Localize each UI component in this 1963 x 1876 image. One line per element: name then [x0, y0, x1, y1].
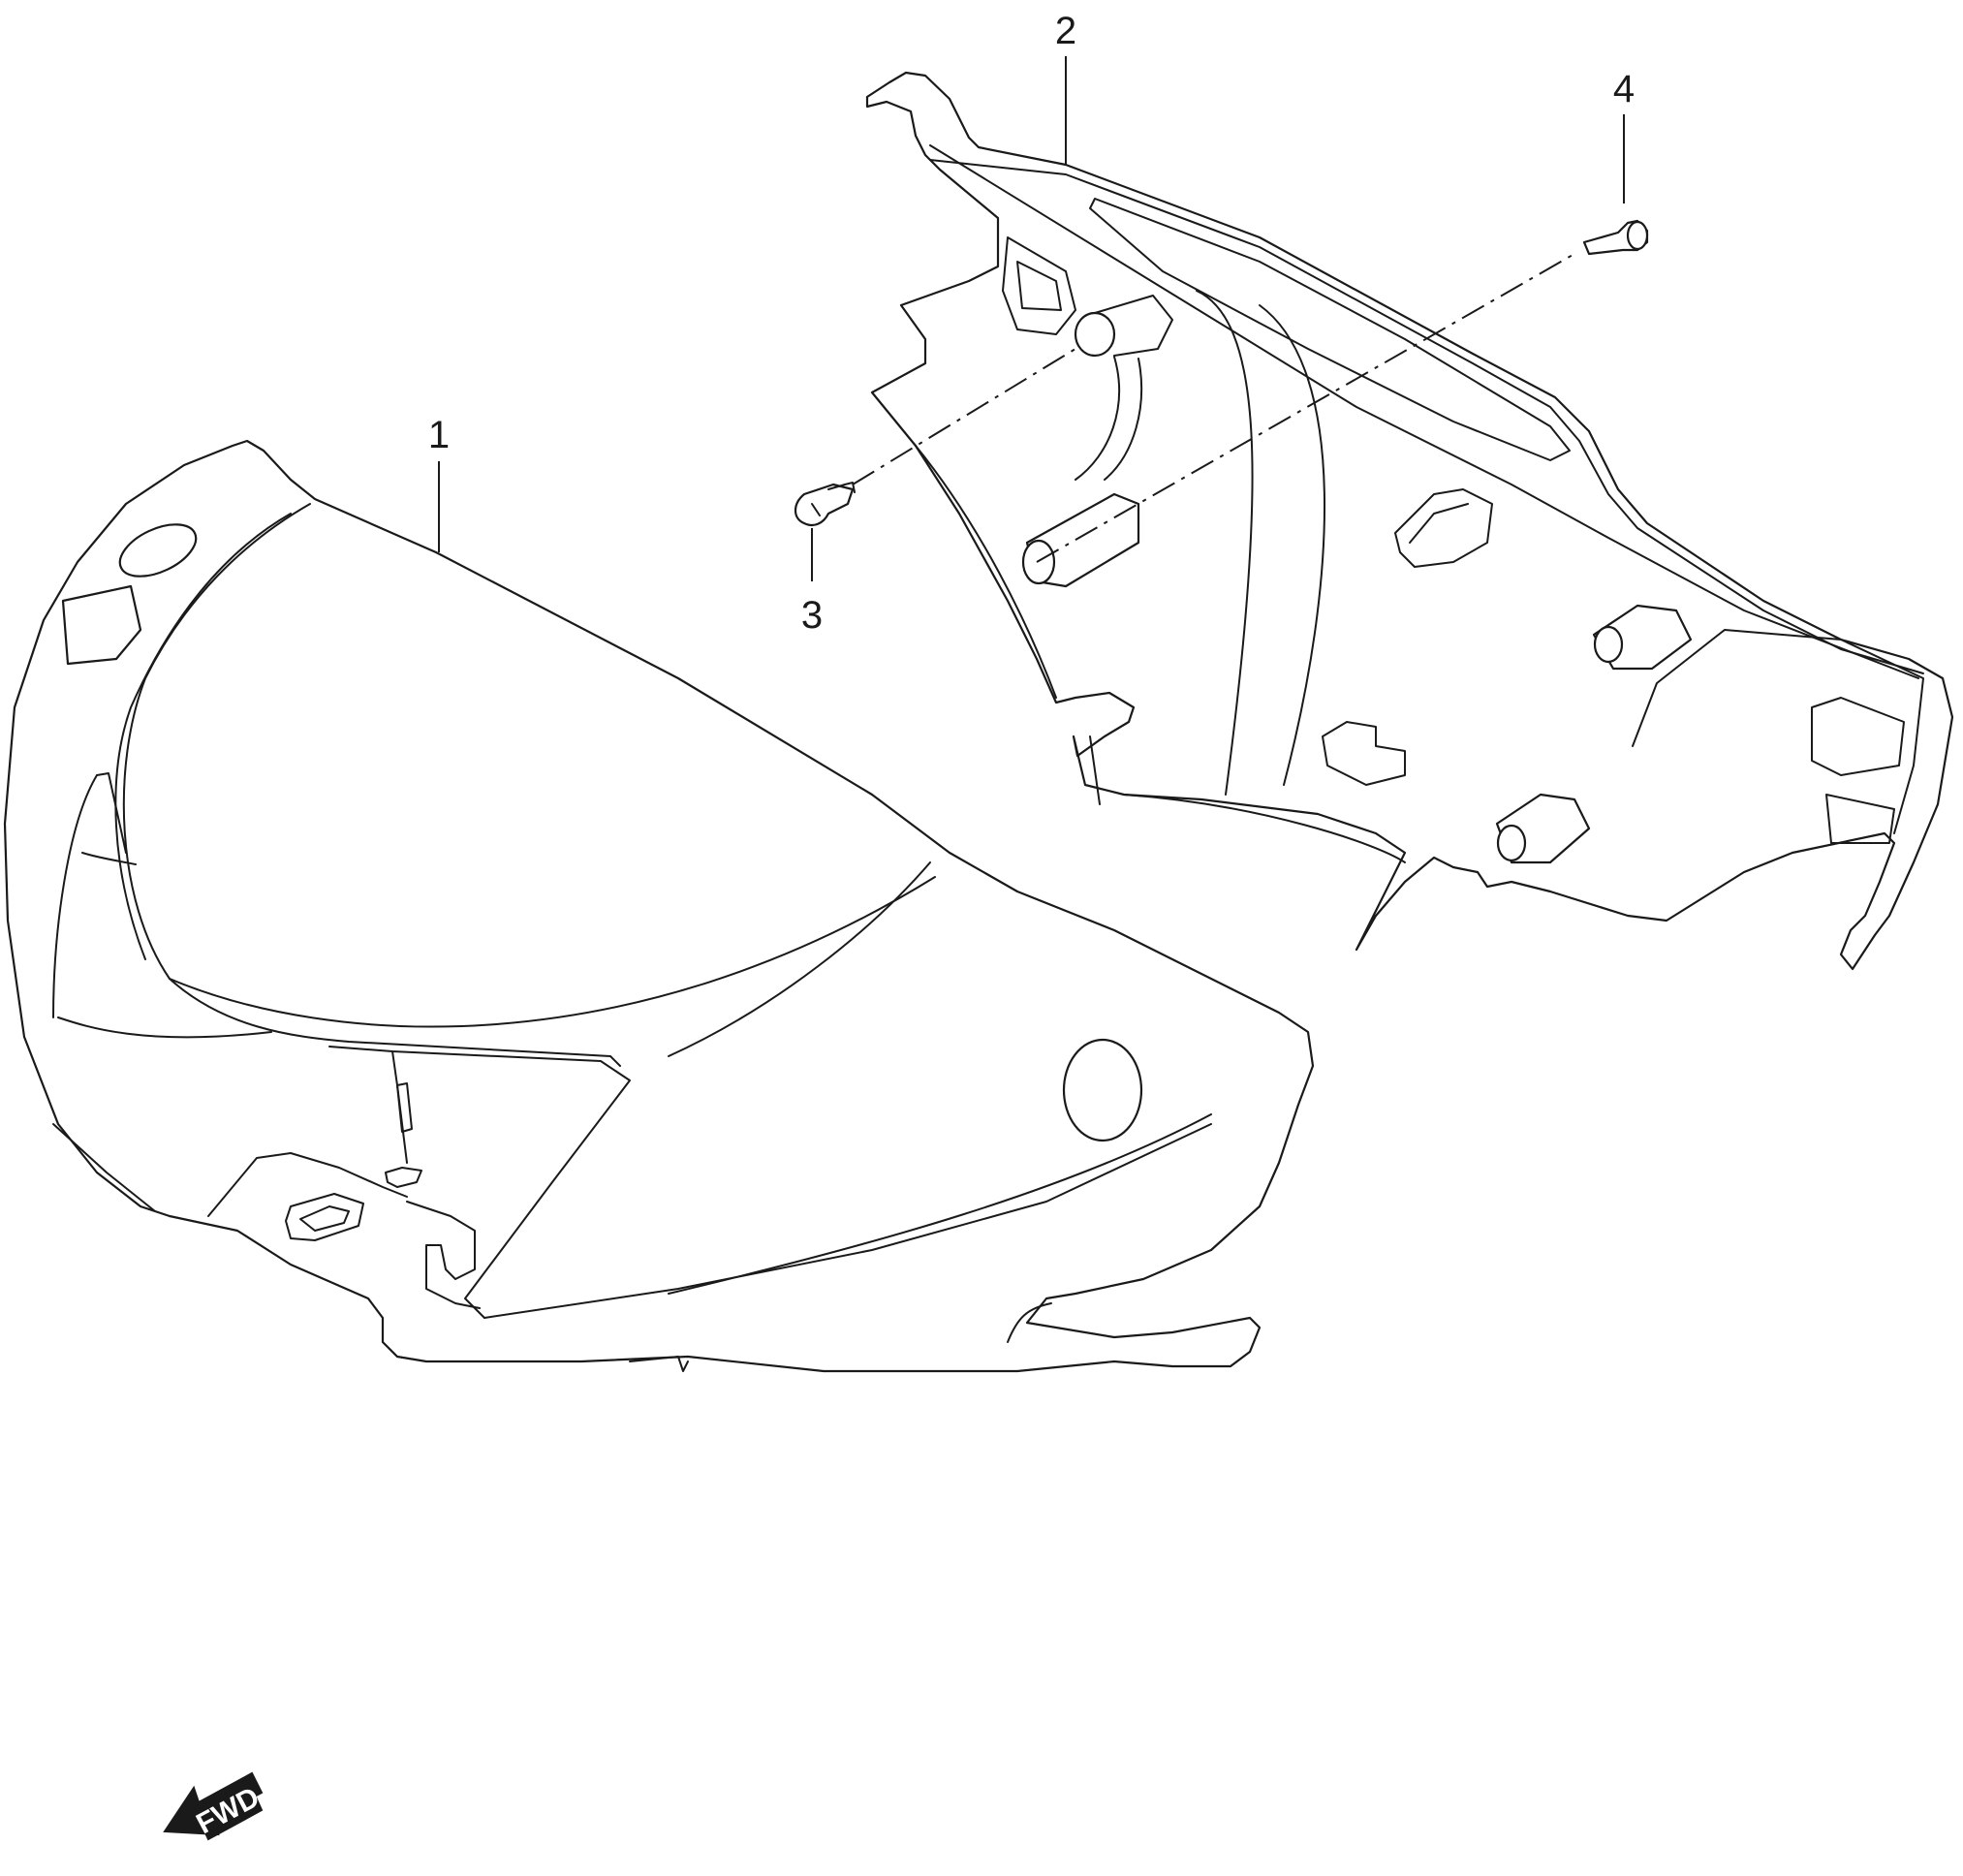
part-2-rear-cover — [865, 71, 1954, 971]
part-1-outline — [3, 439, 1315, 1373]
part-1-front-cover — [3, 439, 1315, 1373]
part-2-outline — [865, 71, 1954, 971]
forward-arrow-icon: FWD — [163, 1771, 265, 1841]
part-4-screw — [1582, 219, 1649, 256]
assembly-line-screw-4 — [1036, 253, 1575, 563]
callout-3: 3 — [801, 594, 823, 637]
callout-1: 1 — [428, 414, 450, 456]
callout-4: 4 — [1613, 68, 1635, 110]
part-3-screw — [794, 482, 856, 527]
callout-2: 2 — [1055, 10, 1076, 52]
